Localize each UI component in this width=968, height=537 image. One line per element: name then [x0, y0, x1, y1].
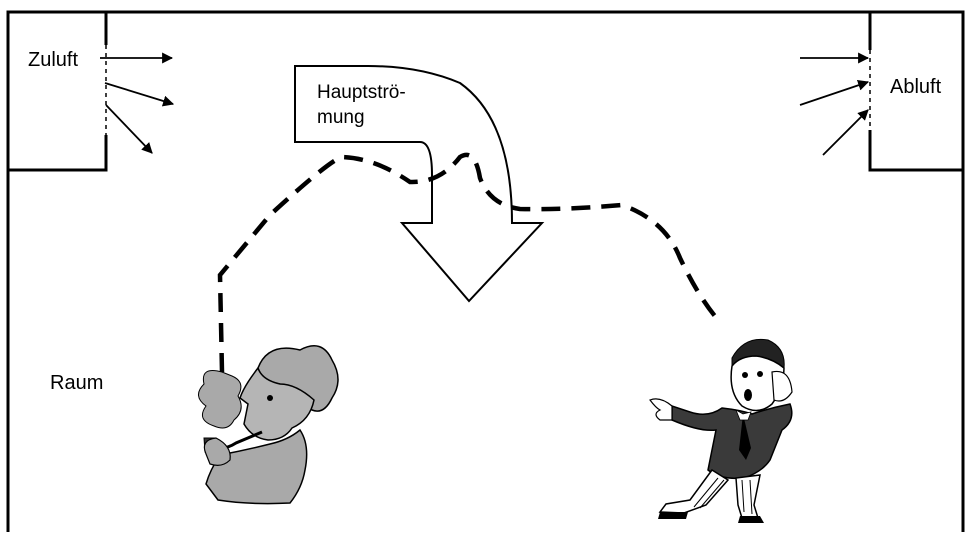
listener-jacket: [671, 403, 793, 480]
label-room: Raum: [50, 372, 104, 394]
main-flow-arrow: [294, 65, 545, 303]
smoker-body: [205, 428, 308, 505]
listener-legs: [658, 468, 761, 519]
smoker-eye: [267, 395, 273, 401]
smoker-hand: [203, 437, 231, 466]
listener-shirt: [735, 409, 752, 421]
listener-mouth: [744, 389, 752, 401]
supply-arrow-3: [105, 104, 153, 154]
exhaust-arrow-3: [822, 109, 869, 156]
label-supply-air: Zuluft: [28, 49, 79, 71]
listener-eye-right: [757, 371, 763, 377]
smoke-path-dashed: [217, 152, 722, 373]
listener-cupped-hand: [771, 370, 793, 402]
listener-eye-left: [742, 372, 748, 378]
listener-leg-stripes: [693, 477, 753, 515]
label-main-flow-line1: Hauptströ-: [317, 82, 406, 103]
supply-arrow-2: [104, 82, 175, 107]
listener-tie: [739, 414, 751, 460]
supply-air-arrows: [100, 52, 175, 154]
listener-pointing-hand: [649, 398, 673, 421]
label-exhaust-air: Abluft: [890, 76, 942, 98]
smoker-figure: [198, 345, 339, 505]
label-main-flow: Hauptströ- mung: [317, 80, 467, 130]
label-main-flow-line2: mung: [317, 107, 365, 128]
listener-shoe-right: [738, 516, 764, 523]
smoker-face: [239, 366, 315, 441]
listener-figure: [649, 338, 793, 523]
listener-shoe-left: [658, 512, 688, 519]
exhaust-air-arrows: [799, 52, 870, 156]
smoke-cloud: [198, 370, 242, 429]
exhaust-arrow-2: [799, 79, 870, 106]
